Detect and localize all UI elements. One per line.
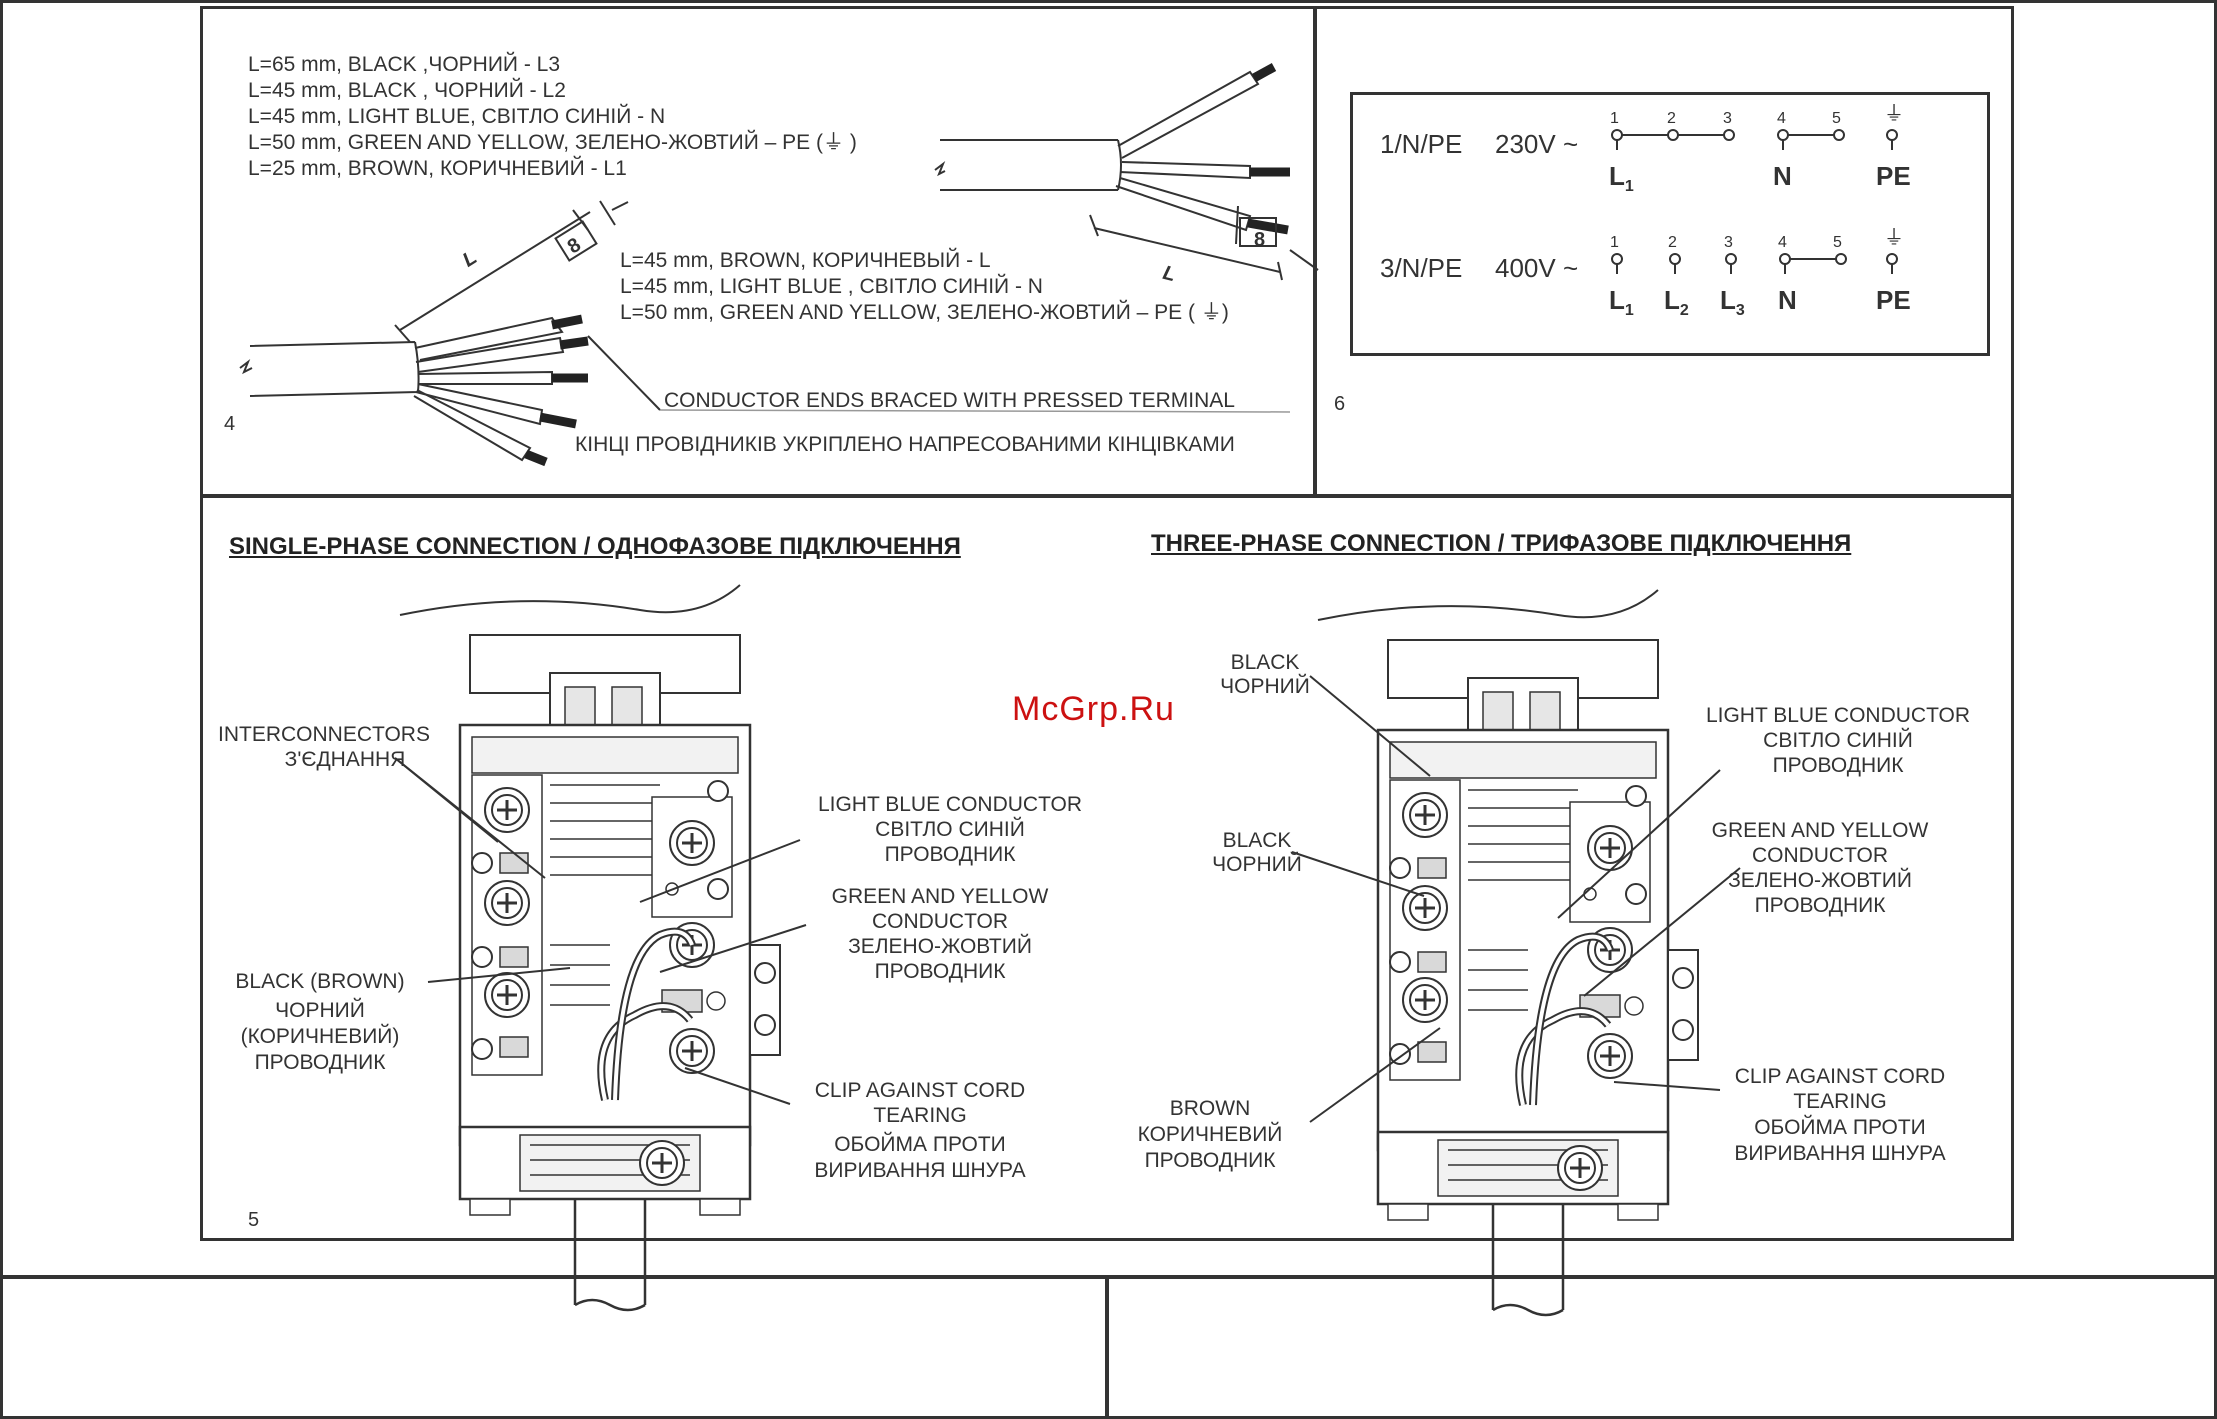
- three-black-top-1: BLACK: [1230, 651, 1300, 674]
- r2-term-5: 5: [1833, 234, 1842, 251]
- figure-4-number: 4: [224, 413, 236, 435]
- r2-term-2: 2: [1668, 234, 1677, 251]
- three-lightblue-1: LIGHT BLUE CONDUCTOR: [1705, 704, 1971, 727]
- r2-label-L1: L1: [1609, 285, 1634, 323]
- figure-5-number: 5: [248, 1209, 260, 1231]
- three-black-mid-2: ЧОРНИЙ: [1212, 853, 1302, 876]
- three-clip-2: TEARING: [1793, 1090, 1887, 1113]
- r1-label-L: L1: [1609, 161, 1634, 199]
- r2-ground-symbol: ⏚: [1884, 227, 1904, 249]
- single-clip-3: ОБОЙМА ПРОТИ: [834, 1133, 1006, 1156]
- row2-voltage: 400V ~: [1495, 253, 1579, 283]
- three-brown-1: BROWN: [1169, 1097, 1251, 1120]
- watermark: McGrp.Ru: [1012, 690, 1175, 728]
- r2-label-L1-sub: 1: [1624, 302, 1634, 320]
- row1-system: 1/N/PE: [1380, 129, 1463, 159]
- single-interconnectors-uk: З'ЄДНАННЯ: [284, 748, 406, 771]
- three-brown-2: КОРИЧНЕВИЙ: [1137, 1123, 1283, 1146]
- r2-label-N: N: [1778, 285, 1797, 315]
- single-greenyellow-3: ЗЕЛЕНО-ЖОВТИЙ: [848, 935, 1032, 958]
- three-greenyellow-2: CONDUCTOR: [1751, 844, 1889, 867]
- three-lightblue-2: СВІТЛО СИНІЙ: [1763, 729, 1913, 752]
- r2-label-L1-text: L: [1609, 285, 1625, 315]
- r2-term-3: 3: [1724, 234, 1733, 251]
- r2-term-4: 4: [1778, 234, 1787, 251]
- r1-term-1: 1: [1610, 110, 1619, 127]
- spec-5core-line-5: L=25 mm, BROWN, КОРИЧНЕВИЙ - L1: [248, 157, 627, 180]
- r2-term-1: 1: [1610, 234, 1619, 251]
- three-clip-3: ОБОЙМА ПРОТИ: [1754, 1116, 1926, 1139]
- three-phase-title: THREE-PHASE CONNECTION / ТРИФАЗОВЕ ПІДКЛ…: [1151, 530, 1852, 557]
- r2-label-L2: L2: [1664, 285, 1689, 323]
- dim-label-8-right: 8: [1254, 229, 1266, 251]
- r1-term-5: 5: [1832, 110, 1841, 127]
- three-brown-3: ПРОВОДНИК: [1144, 1149, 1276, 1172]
- single-lightblue-1: LIGHT BLUE CONDUCTOR: [817, 793, 1083, 816]
- spec-3core-line-2: L=45 mm, LIGHT BLUE , СВІТЛО СИНІЙ - N: [620, 275, 1043, 298]
- footer-cell-right: [1106, 1276, 2217, 1419]
- r1-label-N: N: [1773, 161, 1792, 191]
- single-blackbrown-4: ПРОВОДНИК: [254, 1051, 386, 1074]
- single-interconnectors-en: INTERCONNECTORS: [218, 723, 430, 746]
- single-blackbrown-1: BLACK (BROWN): [235, 970, 405, 993]
- r1-term-3: 3: [1723, 110, 1732, 127]
- spec-5core-line-2: L=45 mm, BLACK , ЧОРНИЙ - L2: [248, 79, 566, 102]
- single-clip-2: TEARING: [873, 1104, 967, 1127]
- r2-label-L2-text: L: [1664, 285, 1680, 315]
- single-blackbrown-2: ЧОРНИЙ: [275, 999, 365, 1022]
- single-clip-1: CLIP AGAINST CORD: [814, 1079, 1026, 1102]
- row1-voltage: 230V ~: [1495, 129, 1579, 159]
- three-greenyellow-3: ЗЕЛЕНО-ЖОВТИЙ: [1728, 869, 1912, 892]
- r1-label-L-text: L: [1609, 161, 1625, 191]
- r2-label-PE: PE: [1876, 285, 1911, 315]
- spec-5core-line-1: L=65 mm, BLACK ,ЧОРНИЙ - L3: [248, 53, 561, 76]
- spec-5core-line-3: L=45 mm, LIGHT BLUE, СВІТЛО СИНІЙ - N: [248, 105, 666, 128]
- r2-label-L3-text: L: [1720, 285, 1736, 315]
- r2-label-L3-sub: 3: [1735, 302, 1745, 320]
- figure-5-panel: [200, 494, 2014, 1241]
- single-lightblue-2: СВІТЛО СИНІЙ: [875, 818, 1025, 841]
- spec-3core-line-3: L=50 mm, GREEN AND YELLOW, ЗЕЛЕНО-ЖОВТИЙ…: [620, 301, 1229, 324]
- three-clip-4: ВИРИВАННЯ ШНУРА: [1734, 1142, 1946, 1165]
- single-greenyellow-2: CONDUCTOR: [871, 910, 1009, 933]
- terminal-scheme-box: [1350, 92, 1990, 356]
- r2-label-L3: L3: [1720, 285, 1745, 323]
- three-clip-1: CLIP AGAINST CORD: [1734, 1065, 1946, 1088]
- three-greenyellow-4: ПРОВОДНИК: [1754, 894, 1886, 917]
- single-lightblue-3: ПРОВОДНИК: [884, 843, 1016, 866]
- note-pressed-terminal-uk: КІНЦІ ПРОВІДНИКІВ УКРІПЛЕНО НАПРЕСОВАНИМ…: [575, 433, 1235, 456]
- three-black-mid-1: BLACK: [1222, 829, 1292, 852]
- single-clip-4: ВИРИВАННЯ ШНУРА: [814, 1159, 1026, 1182]
- r1-label-L-sub: 1: [1624, 178, 1634, 196]
- spec-3core-line-1: L=45 mm, BROWN, КОРИЧНЕВЫЙ - L: [620, 249, 991, 272]
- spec-5core-line-4: L=50 mm, GREEN AND YELLOW, ЗЕЛЕНО-ЖОВТИЙ…: [248, 131, 857, 154]
- r1-ground-symbol: ⏚: [1884, 103, 1904, 125]
- note-pressed-terminal-en: CONDUCTOR ENDS BRACED WITH PRESSED TERMI…: [664, 389, 1235, 412]
- single-blackbrown-3: (КОРИЧНЕВИЙ): [240, 1025, 400, 1048]
- three-lightblue-3: ПРОВОДНИК: [1772, 754, 1904, 777]
- single-greenyellow-1: GREEN AND YELLOW: [831, 885, 1049, 908]
- three-greenyellow-1: GREEN AND YELLOW: [1711, 819, 1929, 842]
- figure-6-number: 6: [1334, 393, 1346, 415]
- r1-term-2: 2: [1667, 110, 1676, 127]
- r1-label-PE: PE: [1876, 161, 1911, 191]
- single-phase-title: SINGLE-PHASE CONNECTION / ОДНОФАЗОВЕ ПІД…: [229, 533, 961, 560]
- r2-label-L2-sub: 2: [1679, 302, 1689, 320]
- r1-term-4: 4: [1777, 110, 1786, 127]
- single-greenyellow-4: ПРОВОДНИК: [874, 960, 1006, 983]
- three-black-top-2: ЧОРНИЙ: [1220, 675, 1310, 698]
- row2-system: 3/N/PE: [1380, 253, 1463, 283]
